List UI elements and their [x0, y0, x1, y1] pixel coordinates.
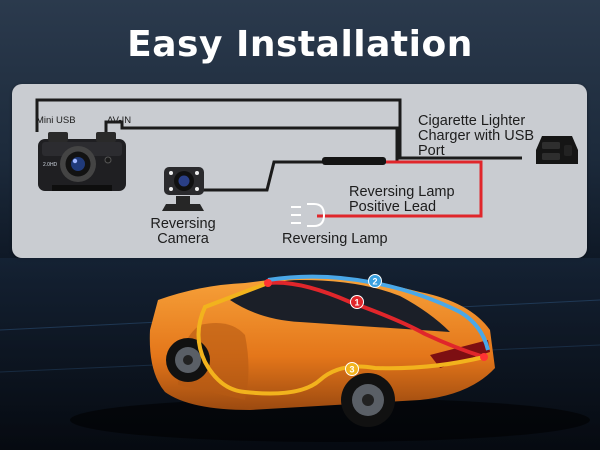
reversing-lamp-positive-label: Reversing Lamp Positive Lead: [349, 184, 455, 215]
av-cable: [104, 120, 399, 192]
route-marker-2-number: 2: [372, 277, 377, 287]
route-red: [267, 280, 485, 359]
wiring-diagram: 2.0HD: [35, 98, 578, 227]
route-yellow: [196, 281, 485, 396]
route-marker-2: 2: [368, 274, 382, 288]
rear-wheel: [341, 373, 395, 427]
mini-usb-label: Mini USB: [36, 115, 76, 126]
reversing-camera-icon: [162, 167, 204, 211]
av-in-label: AV-IN: [107, 115, 132, 126]
car-charger-icon: [536, 136, 578, 164]
reversing-lamp-label: Reversing Lamp: [282, 231, 388, 247]
tail-light: [430, 340, 490, 368]
dashcam-icon: [38, 132, 126, 191]
route-blue: [267, 274, 490, 351]
route-marker-1-number: 1: [354, 298, 359, 308]
installation-diagram-panel: 2.0HD Mini USB AV-IN Ci: [12, 84, 587, 258]
car-body: [149, 276, 495, 410]
route-endpoint-end: [480, 353, 488, 361]
route-marker-3-number: 3: [349, 365, 354, 375]
reversing-lamp-icon: [291, 203, 326, 227]
power-cable: [35, 98, 522, 160]
cable-connector: [322, 157, 386, 165]
dashcam-logo: 2.0HD: [43, 162, 58, 168]
cigarette-lighter-label: Cigarette Lighter Charger with USB Port: [418, 113, 535, 159]
positive-lead-wire: [317, 160, 483, 218]
route-marker-1: 1: [350, 295, 364, 309]
reversing-camera-label: Reversing Camera: [150, 216, 216, 247]
page-title: Easy Installation: [127, 24, 473, 65]
route-marker-3: 3: [345, 362, 359, 376]
route-endpoint-start: [264, 279, 272, 287]
